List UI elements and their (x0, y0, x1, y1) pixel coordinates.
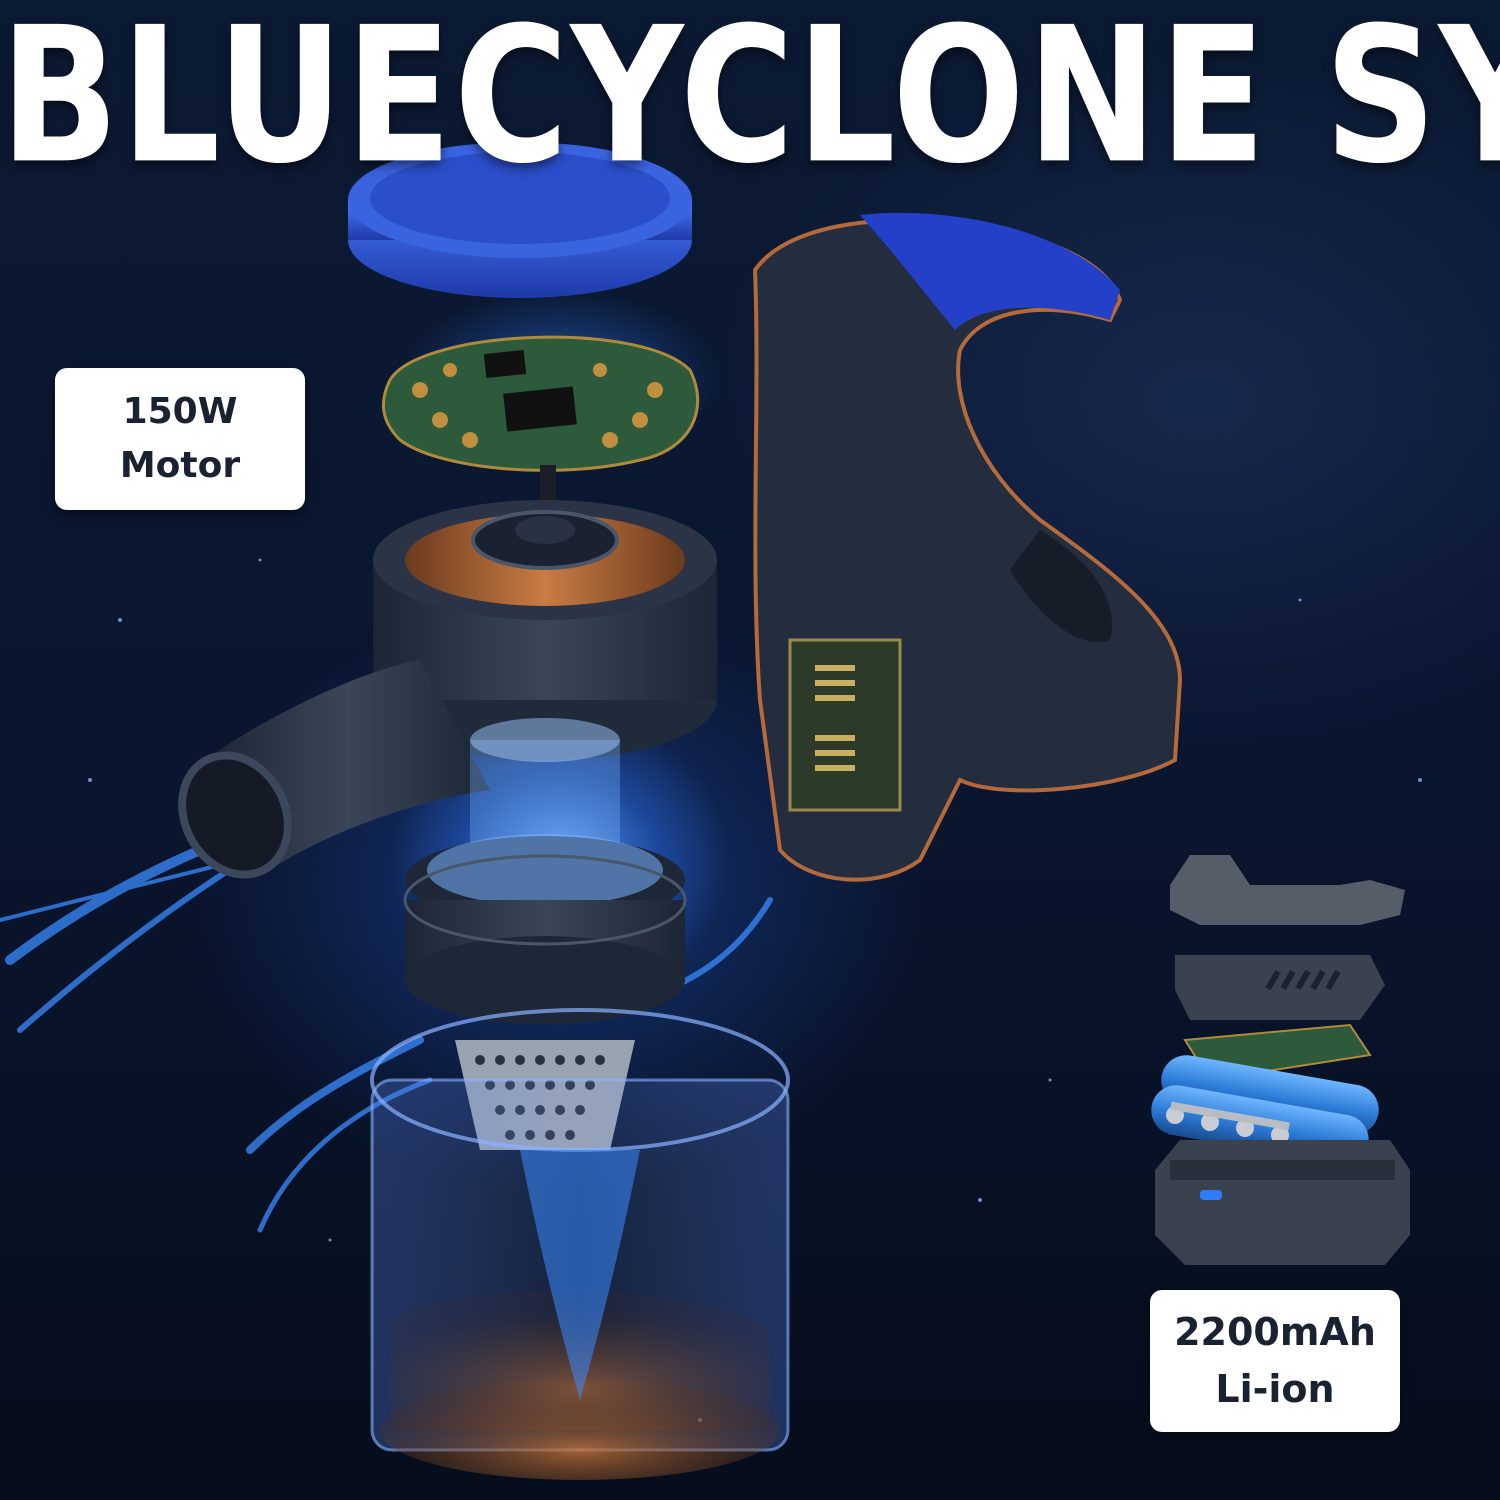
battery-base (1155, 1140, 1410, 1265)
battery-type-label: Li-ion (1215, 1367, 1335, 1411)
battery-vent-plate (1175, 955, 1385, 1020)
battery-callout: 2200mAh Li-ion (1150, 1290, 1400, 1432)
page-title: BLUECYCLONE SYSTEM (0, 0, 1500, 205)
motor-callout: 150W Motor (55, 368, 305, 510)
cyclone-filter (403, 718, 687, 1024)
motor-label: Motor (119, 445, 241, 486)
dust-bin (370, 1008, 790, 1480)
battery-top-cover (1170, 855, 1405, 925)
motor-power-value: 150W (122, 391, 238, 432)
circuit-board (381, 335, 700, 472)
air-outlet (178, 660, 490, 879)
battery-capacity-value: 2200mAh (1174, 1310, 1376, 1354)
motor (373, 500, 717, 760)
battery-pack (1151, 855, 1410, 1265)
lid (348, 142, 692, 298)
handle (752, 212, 1183, 882)
